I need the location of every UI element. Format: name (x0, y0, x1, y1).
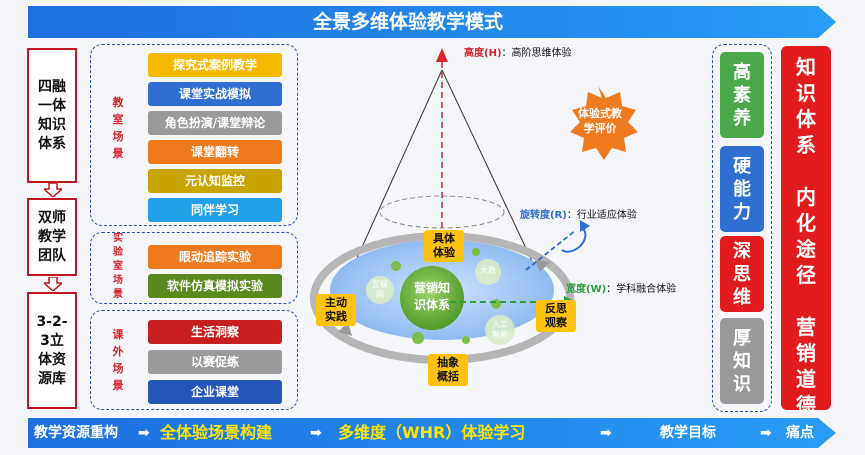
bubble (472, 248, 480, 256)
bubble (391, 261, 401, 271)
classroom-scene-label: 教 室 场 景 (112, 96, 124, 160)
label-knowledge-system: 四融 一体 知识 体系 (27, 48, 77, 183)
node-concrete-experience: 具体 体验 (424, 230, 464, 262)
step-pain-points: 痛点 (786, 425, 814, 441)
label-resource-library: 3-2- 3立 体资 源库 (27, 292, 77, 409)
item-inquiry-case-teaching: 探究式案例教学 (148, 53, 282, 77)
rotation-axis-line (525, 229, 577, 271)
rotation-arc (561, 227, 587, 253)
node-reflective-observation: 反思 观察 (536, 300, 576, 332)
title-banner (28, 6, 836, 38)
step-teaching-goals: 教学目标 (660, 425, 716, 441)
bubble (462, 336, 470, 344)
item-role-play-debate: 角色扮演/课堂辩论 (148, 111, 282, 135)
cone-right-edge (441, 69, 541, 279)
cone-left-edge (347, 69, 443, 279)
lab-scene-group (90, 232, 298, 304)
node-active-practice: 主动 实践 (316, 294, 356, 326)
extracurricular-scene-group (90, 310, 298, 410)
bubble-ai-text: 人工 智能 (492, 320, 508, 339)
node-abstract-generalization: 抽象 概括 (428, 354, 468, 386)
label-dual-teacher-team: 双师 教学 团队 (27, 198, 77, 276)
bubble-internet-text: 互联 网 (372, 280, 388, 299)
item-peer-learning: 同伴学习 (148, 198, 282, 222)
goal-deep-thinking: 深 思 维 (720, 236, 764, 312)
item-enterprise-classroom: 企业课堂 (148, 380, 282, 404)
bubble (491, 299, 501, 309)
cone-diagram (310, 48, 638, 372)
core-circle (400, 266, 464, 330)
step-whr-learning: 多维度（WHR）体验学习 (338, 423, 526, 442)
pain-points-column: 知 识 体 系 内 化 途 径 营 销 道 德 (781, 46, 831, 417)
down-arrow-icon (44, 183, 62, 197)
bubble (412, 332, 424, 344)
item-classroom-simulation: 课堂实战模拟 (148, 82, 282, 106)
step-arrow-icon: ➡ (600, 425, 612, 441)
rotation-arrowhead (580, 220, 590, 232)
core-knowledge-text: 营销知 识体系 (413, 281, 450, 312)
item-life-insight: 生活洞察 (148, 320, 282, 344)
step-scene-construction: 全体验场景构建 (160, 423, 273, 442)
bubble-bigdata-text: 大数 (480, 266, 496, 275)
step-arrow-icon: ➡ (760, 425, 772, 441)
item-eye-tracking-experiment: 眼动追踪实验 (148, 245, 282, 269)
goal-hard-skills: 硬 能 力 (720, 146, 764, 232)
step-resource-restructure: 教学资源重构 (34, 425, 118, 441)
classroom-scene-group (90, 44, 298, 226)
goal-thick-knowledge: 厚 知 识 (720, 318, 764, 404)
page-title: 全景多维体验教学模式 (312, 11, 503, 33)
bottom-banner (28, 418, 836, 448)
extracurricular-scene-label: 课 外 场 景 (112, 328, 124, 392)
step-arrow-icon: ➡ (310, 425, 322, 441)
bubble (485, 315, 515, 345)
item-competition-practice: 以赛促练 (148, 350, 282, 374)
item-software-simulation-experiment: 软件仿真模拟实验 (148, 274, 282, 298)
width-axis-label: 宽度(W)：学科融合体验 (566, 284, 677, 295)
step-arrow-icon: ➡ (138, 425, 150, 441)
evaluation-badge-text: 体验式教 学评价 (578, 107, 622, 135)
goals-group (712, 44, 772, 412)
rotation-axis-label: 旋转度(R)：行业适应体验 (520, 210, 637, 221)
height-axis-label: 高度(H)：高阶思维体验 (464, 48, 572, 59)
item-metacognition-monitoring: 元认知监控 (148, 169, 282, 193)
down-arrow-icon (44, 277, 62, 291)
bubble (475, 259, 501, 285)
goal-high-literacy: 高 素 养 (720, 52, 764, 138)
item-flipped-classroom: 课堂翻转 (148, 140, 282, 164)
evaluation-badge-star (570, 86, 638, 160)
lab-scene-label: 实 验 室 场 景 (113, 233, 123, 300)
bubble (366, 276, 394, 304)
height-axis-arrowhead (436, 48, 448, 62)
cycle-arrow-icon (535, 260, 550, 272)
